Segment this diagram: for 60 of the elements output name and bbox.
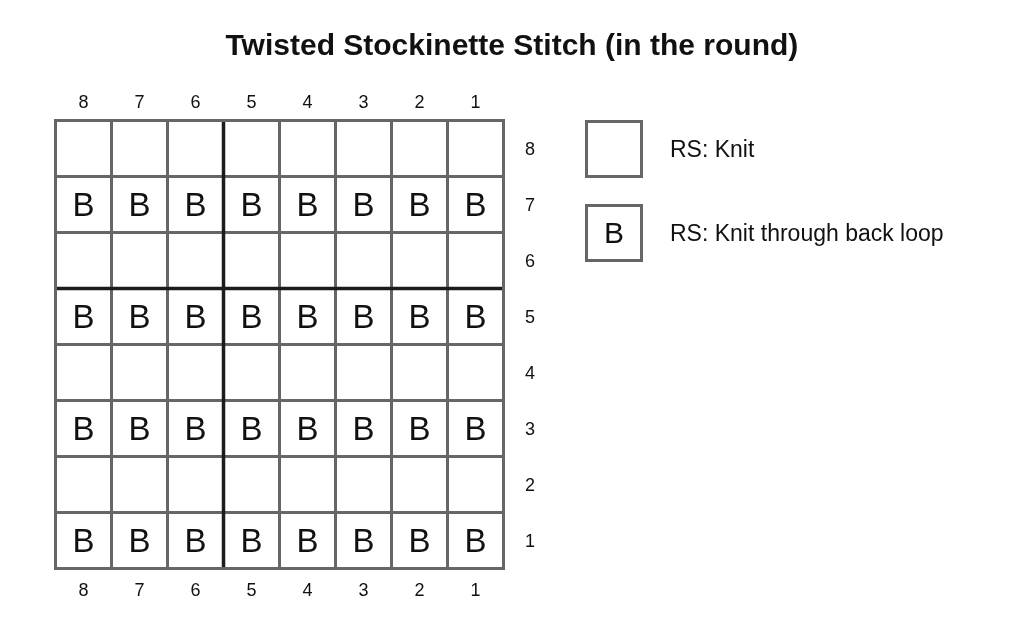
row-number: 8 — [525, 139, 535, 158]
stitch-symbol: B — [408, 188, 431, 221]
column-number: 1 — [470, 93, 481, 111]
stitch-symbol: B — [352, 188, 375, 221]
column-number: 6 — [190, 93, 201, 111]
stitch-symbol: B — [464, 524, 487, 557]
chart-title: Twisted Stockinette Stitch (in the round) — [225, 28, 799, 62]
column-number: 3 — [358, 581, 369, 599]
stitch-symbol: B — [72, 188, 95, 221]
stitch-symbol: B — [240, 188, 263, 221]
stitch-symbol: B — [184, 188, 207, 221]
stitch-symbol: B — [352, 524, 375, 557]
stitch-symbol: B — [408, 524, 431, 557]
stitch-symbol: B — [240, 524, 263, 557]
stitch-symbol: B — [352, 412, 375, 445]
stitch-symbol: B — [128, 412, 151, 445]
row-number: 3 — [525, 419, 535, 438]
row-number: 7 — [525, 195, 535, 214]
stitch-symbol: B — [464, 188, 487, 221]
stitch-symbol: B — [128, 300, 151, 333]
column-number: 4 — [302, 581, 313, 599]
stitch-symbol: B — [352, 300, 375, 333]
legend-label: RS: Knit through back loop — [670, 221, 944, 245]
column-number: 8 — [78, 93, 89, 111]
stitch-symbol: B — [408, 300, 431, 333]
column-number: 7 — [134, 581, 145, 599]
stitch-symbol: B — [72, 300, 95, 333]
stitch-symbol: B — [128, 524, 151, 557]
column-number: 2 — [414, 581, 425, 599]
column-number: 8 — [78, 581, 89, 599]
column-number: 7 — [134, 93, 145, 111]
column-number: 2 — [414, 93, 425, 111]
legend-label: RS: Knit — [670, 137, 755, 161]
column-number: 4 — [302, 93, 313, 111]
column-number: 6 — [190, 581, 201, 599]
row-number: 5 — [525, 307, 535, 326]
stitch-symbol: B — [240, 300, 263, 333]
stitch-symbol: B — [296, 188, 319, 221]
legend-key: B — [585, 204, 643, 262]
stitch-symbol: B — [184, 412, 207, 445]
stitch-symbol: B — [72, 412, 95, 445]
column-number: 5 — [246, 93, 257, 111]
stitch-symbol: B — [184, 524, 207, 557]
row-number: 4 — [525, 363, 535, 382]
stitch-symbol: B — [296, 300, 319, 333]
stitch-symbol: B — [296, 412, 319, 445]
row-number: 6 — [525, 251, 535, 270]
column-number: 1 — [470, 581, 481, 599]
stitch-symbol: B — [464, 300, 487, 333]
stitch-symbol: B — [240, 412, 263, 445]
stitch-symbol: B — [464, 412, 487, 445]
row-number: 1 — [525, 531, 535, 550]
row-number: 2 — [525, 475, 535, 494]
stitch-symbol: B — [72, 524, 95, 557]
column-number: 5 — [246, 581, 257, 599]
stitch-symbol: B — [128, 188, 151, 221]
stitch-symbol: B — [296, 524, 319, 557]
stitch-symbol: B — [184, 300, 207, 333]
stitch-symbol: B — [408, 412, 431, 445]
column-number: 3 — [358, 93, 369, 111]
